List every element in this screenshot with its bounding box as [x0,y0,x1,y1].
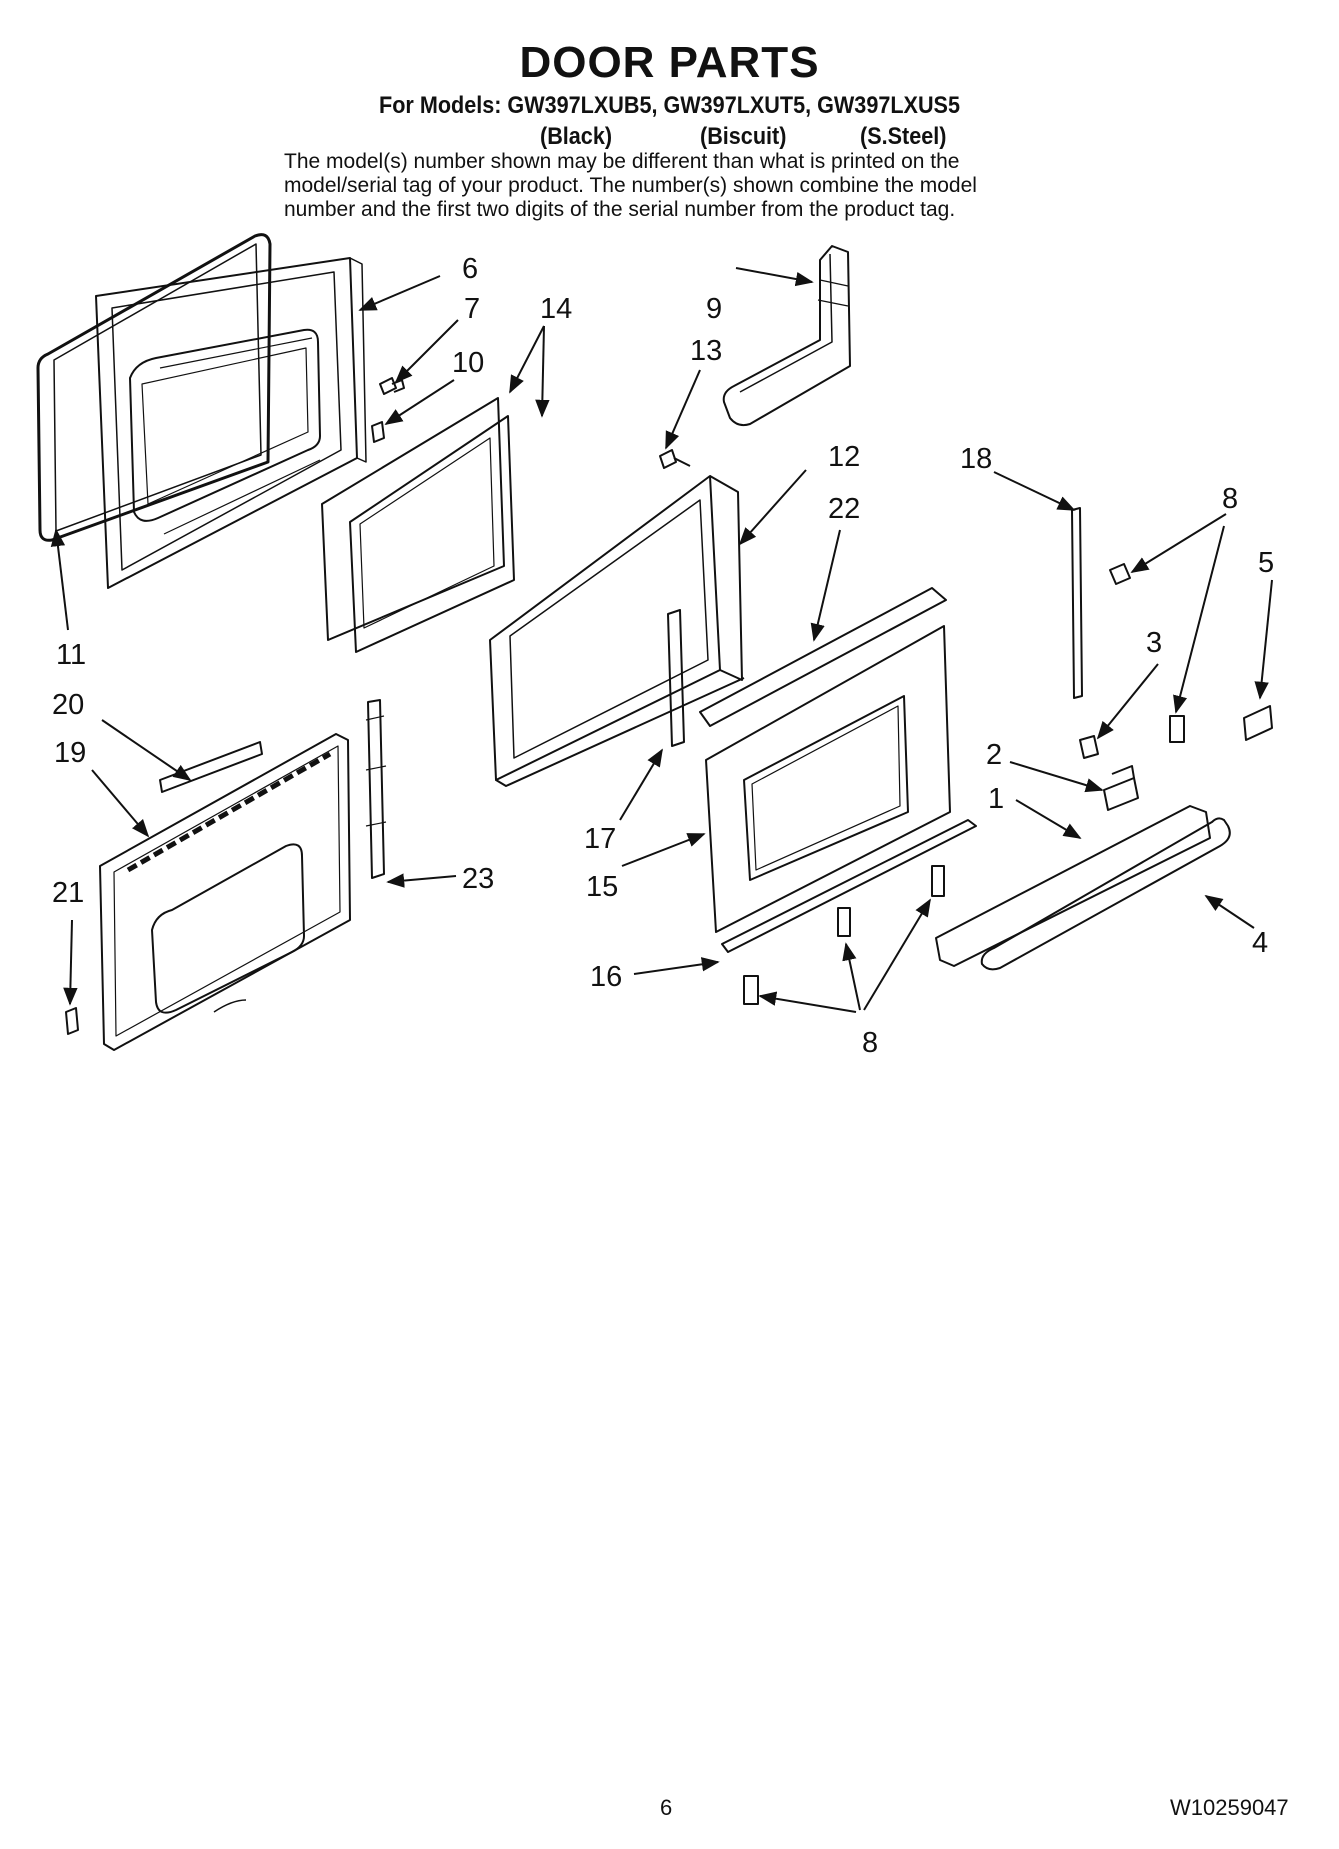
glass-channel [667,609,685,747]
top-trim [699,587,947,727]
callout-16: 16 [590,961,622,993]
callout-11: 11 [56,639,86,671]
top-screw [1109,563,1131,585]
door-label [1243,705,1273,741]
document-number: W10259047 [1170,1795,1289,1820]
callout-21: 21 [52,877,84,909]
hinge-screw [379,377,405,395]
door-strip [159,741,263,793]
callout-1: 1 [988,783,1004,815]
callout-8-top: 8 [1222,483,1238,515]
slot-clip [371,421,385,443]
handle-screw [1169,715,1185,743]
callout-2: 2 [986,739,1002,771]
callout-9: 9 [706,293,722,325]
outer-door-panel [705,625,951,933]
screw-13 [659,449,691,469]
complete-door [99,733,351,1051]
note-line: model/serial tag of your product. The nu… [284,174,977,197]
callout-5: 5 [1258,547,1274,579]
callout-19: 19 [54,737,86,769]
variant-biscuit: (Biscuit) [700,123,787,150]
vent-panel [935,805,1211,967]
callout-23: 23 [462,863,494,895]
callout-4: 4 [1252,927,1268,959]
inner-door-liner [95,257,367,589]
models-line: For Models: GW397LXUB5, GW397LXUT5, GW39… [379,92,960,119]
glass-frame [489,475,745,787]
door-handle [980,817,1231,971]
callout-6: 6 [462,253,478,285]
model-note: The model(s) number shown may be differe… [284,150,1084,222]
callout-20: 20 [52,689,84,721]
door-clip [65,1007,79,1035]
bottom-screw-b [837,907,851,937]
bottom-trim [721,819,977,953]
handle-bracket [1103,765,1139,811]
callout-12: 12 [828,441,860,473]
bottom-screw-a [743,975,759,1005]
bottom-screw-c [931,865,945,897]
variant-steel: (S.Steel) [860,123,947,150]
callout-18: 18 [960,443,992,475]
bracket-screw [1079,735,1099,759]
door-trim [722,245,851,427]
callout-22: 22 [828,493,860,525]
vent-rod [1071,507,1083,699]
callout-7: 7 [464,293,480,325]
callout-15: 15 [586,871,618,903]
callout-10: 10 [452,347,484,379]
callout-8-bottom: 8 [862,1027,878,1059]
callout-14: 14 [540,293,572,325]
callout-13: 13 [690,335,722,367]
note-line: The model(s) number shown may be differe… [284,150,960,173]
door-glass [321,397,515,653]
page-title: DOOR PARTS [519,38,820,87]
hinge-rail [365,699,387,879]
callout-17: 17 [584,823,616,855]
callout-3: 3 [1146,627,1162,659]
door-gasket [36,233,272,542]
note-line: number and the first two digits of the s… [284,198,956,221]
page-number: 6 [660,1795,673,1820]
variant-black: (Black) [540,123,613,150]
